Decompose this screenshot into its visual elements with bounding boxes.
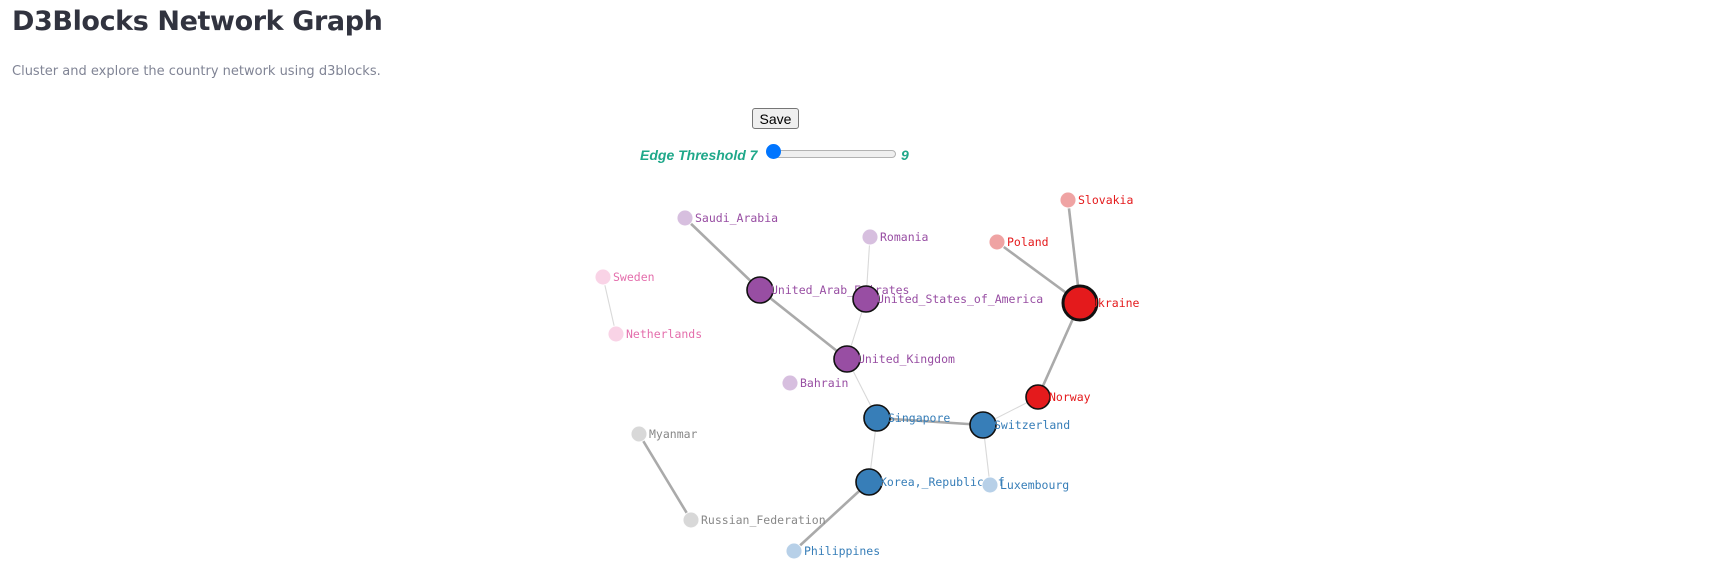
node-circle-russian-federation[interactable]	[682, 511, 700, 529]
node-label-bahrain: Bahrain	[800, 376, 848, 390]
edge-sweden-netherlands	[602, 276, 617, 335]
node-norway[interactable]: Norway	[1025, 384, 1091, 410]
edge-threshold-max-value: 9	[901, 147, 909, 163]
node-circle-slovakia[interactable]	[1059, 191, 1077, 209]
node-circle-norway[interactable]	[1025, 384, 1051, 410]
edge-united-arab-emirates-united-kingdom	[759, 288, 848, 361]
node-label-philippines: Philippines	[804, 544, 880, 558]
node-sweden[interactable]: Sweden	[594, 268, 655, 286]
node-label-norway: Norway	[1049, 390, 1091, 404]
edge-singapore-switzerland	[876, 416, 984, 427]
page-subtitle: Cluster and explore the country network …	[12, 64, 381, 79]
node-circle-sweden[interactable]	[594, 268, 612, 286]
node-label-russian-federation: Russian_Federation	[701, 513, 826, 527]
node-philippines[interactable]: Philippines	[785, 542, 880, 560]
save-button[interactable]: Save	[752, 108, 799, 129]
node-label-poland: Poland	[1007, 235, 1049, 249]
node-united-kingdom[interactable]: United_Kingdom	[833, 345, 955, 373]
node-circle-ukraine[interactable]	[1061, 284, 1099, 322]
node-label-ukraine: Ukraine	[1091, 296, 1140, 310]
edge-threshold-slider-thumb[interactable]	[766, 144, 781, 159]
node-circle-luxembourg[interactable]	[981, 476, 999, 494]
node-ukraine[interactable]: Ukraine	[1061, 284, 1140, 322]
node-switzerland[interactable]: Switzerland	[969, 411, 1070, 439]
node-netherlands[interactable]: Netherlands	[607, 325, 702, 343]
node-circle-saudi-arabia[interactable]	[676, 209, 694, 227]
node-circle-united-states-of-america[interactable]	[852, 285, 880, 313]
node-korea-republic-of[interactable]: Korea,_Republic_of	[855, 468, 1005, 496]
node-label-switzerland: Switzerland	[994, 418, 1070, 432]
node-label-myanmar: Myanmar	[649, 427, 698, 441]
node-label-united-kingdom: United_Kingdom	[858, 352, 955, 366]
node-label-netherlands: Netherlands	[626, 327, 702, 341]
node-circle-philippines[interactable]	[785, 542, 803, 560]
node-circle-korea-republic-of[interactable]	[855, 468, 883, 496]
node-label-slovakia: Slovakia	[1078, 193, 1133, 207]
node-circle-myanmar[interactable]	[630, 425, 648, 443]
edge-korea-republic-of-philippines	[793, 481, 870, 552]
graph-nodes: Saudi_ArabiaRomaniaUnited_Arab_EmiratesU…	[594, 191, 1140, 560]
node-poland[interactable]: Poland	[988, 233, 1049, 251]
node-label-romania: Romania	[880, 230, 928, 244]
node-circle-united-arab-emirates[interactable]	[746, 276, 774, 304]
node-russian-federation[interactable]: Russian_Federation	[682, 511, 826, 529]
node-label-luxembourg: Luxembourg	[1000, 478, 1069, 492]
edge-saudi-arabia-united-arab-emirates	[684, 217, 761, 291]
node-circle-switzerland[interactable]	[969, 411, 997, 439]
node-myanmar[interactable]: Myanmar	[630, 425, 698, 443]
node-romania[interactable]: Romania	[861, 228, 928, 246]
node-circle-united-kingdom[interactable]	[833, 345, 861, 373]
edge-myanmar-russian-federation	[637, 433, 693, 521]
node-united-states-of-america[interactable]: United_States_of_America	[852, 285, 1043, 313]
node-label-sweden: Sweden	[613, 270, 655, 284]
node-circle-bahrain[interactable]	[781, 374, 799, 392]
node-singapore[interactable]: Singapore	[863, 404, 950, 432]
node-saudi-arabia[interactable]: Saudi_Arabia	[676, 209, 778, 227]
node-circle-romania[interactable]	[861, 228, 879, 246]
node-circle-netherlands[interactable]	[607, 325, 625, 343]
node-luxembourg[interactable]: Luxembourg	[981, 476, 1069, 494]
page-title: D3Blocks Network Graph	[12, 6, 383, 37]
edge-threshold-label: Edge Threshold 7	[640, 147, 758, 163]
node-label-singapore: Singapore	[888, 411, 950, 425]
node-label-korea-republic-of: Korea,_Republic_of	[880, 475, 1005, 489]
node-label-saudi-arabia: Saudi_Arabia	[695, 211, 778, 225]
node-label-united-states-of-america: United_States_of_America	[877, 292, 1043, 306]
node-bahrain[interactable]: Bahrain	[781, 374, 848, 392]
node-circle-singapore[interactable]	[863, 404, 891, 432]
node-slovakia[interactable]: Slovakia	[1059, 191, 1133, 209]
node-circle-poland[interactable]	[988, 233, 1006, 251]
